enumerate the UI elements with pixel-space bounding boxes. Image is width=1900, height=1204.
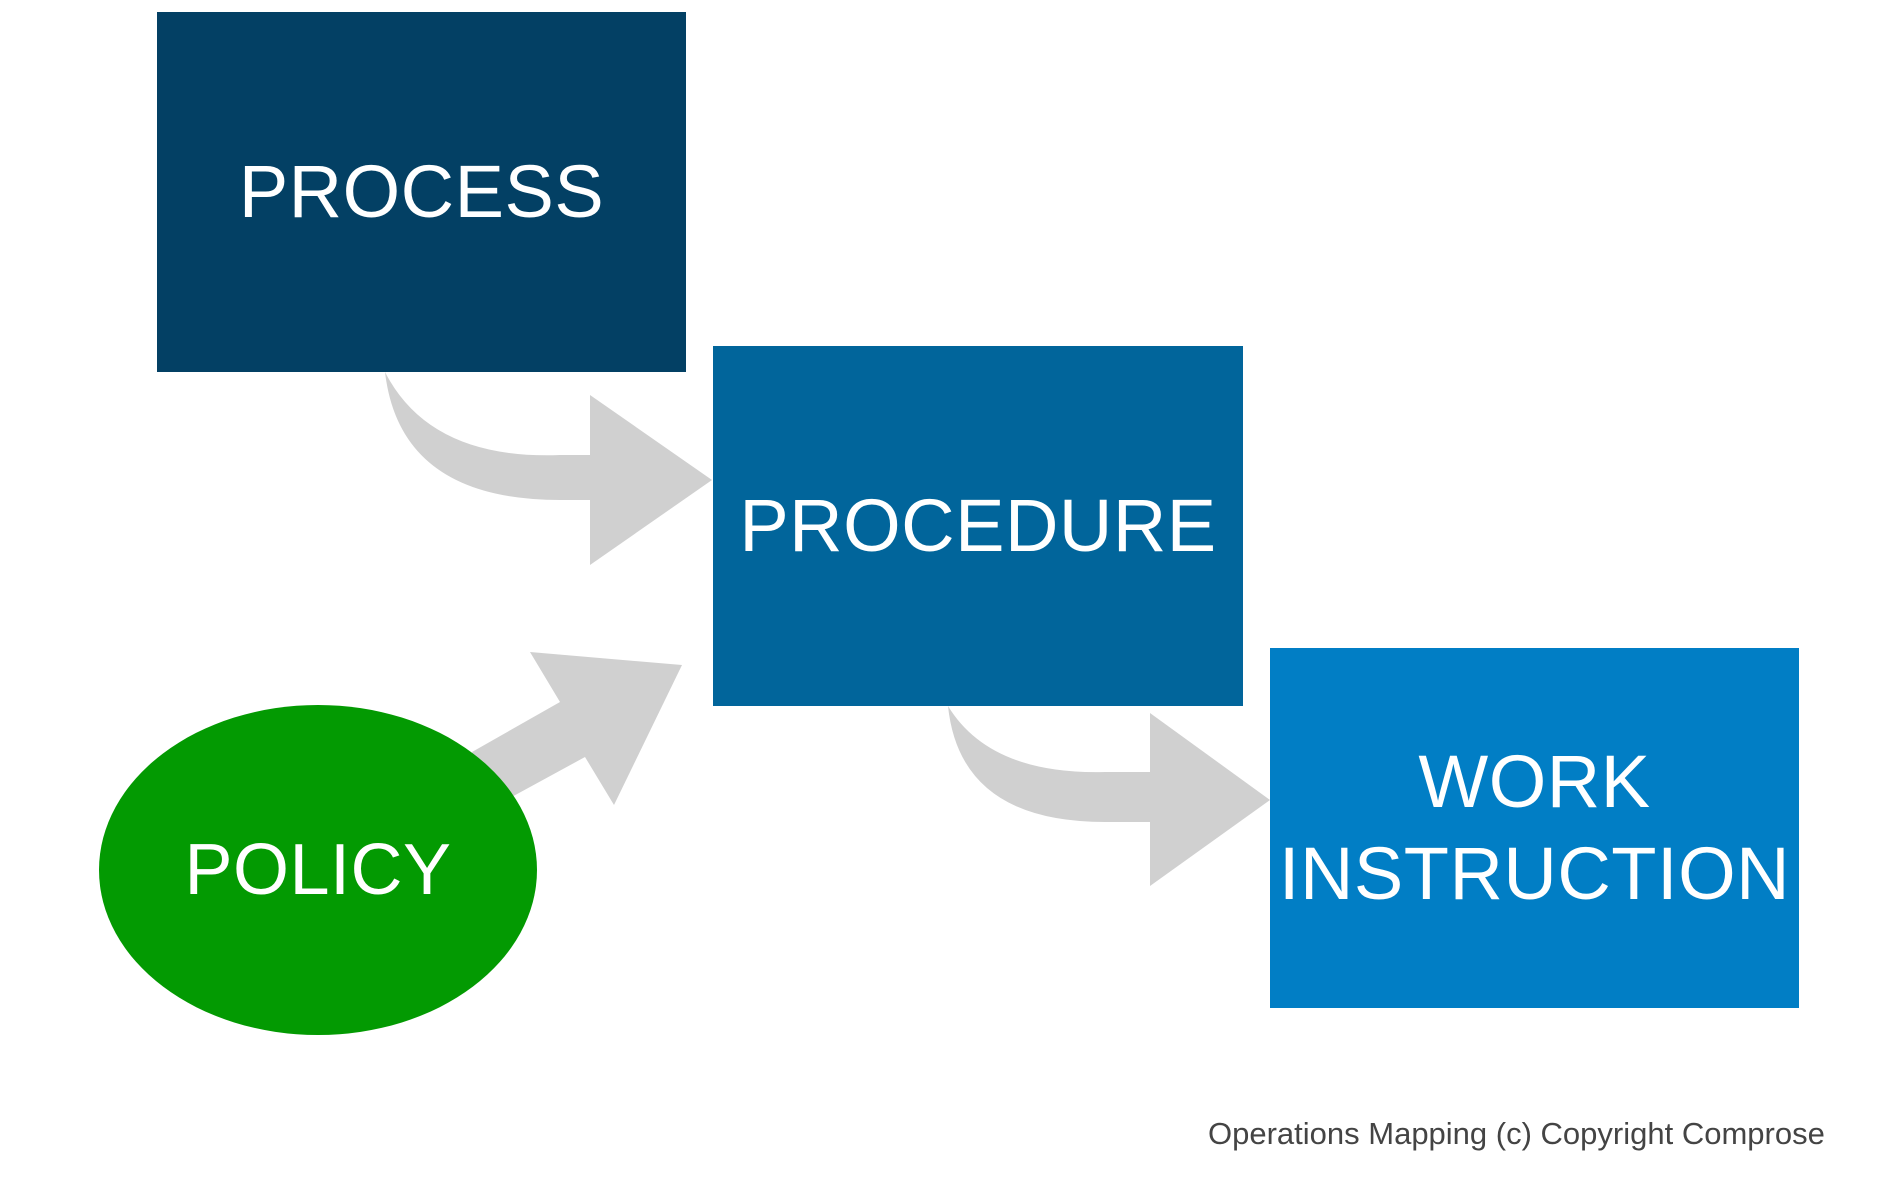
policy-label: POLICY bbox=[184, 830, 452, 910]
process-node: PROCESS bbox=[157, 12, 686, 372]
procedure-label: PROCEDURE bbox=[739, 483, 1217, 567]
policy-node: POLICY bbox=[99, 705, 537, 1035]
arrow-procedure-to-work-instruction bbox=[948, 706, 1270, 886]
work-instruction-label-line2: INSTRUCTION bbox=[1278, 832, 1791, 915]
arrow-process-to-procedure bbox=[385, 372, 712, 565]
process-label: PROCESS bbox=[238, 149, 605, 233]
work-instruction-node: WORK INSTRUCTION bbox=[1270, 648, 1799, 1008]
arrow-policy-to-procedure bbox=[472, 652, 682, 805]
work-instruction-label-line1: WORK bbox=[1418, 739, 1651, 823]
procedure-node: PROCEDURE bbox=[713, 346, 1243, 706]
copyright-footer: Operations Mapping (c) Copyright Compros… bbox=[1208, 1116, 1825, 1151]
